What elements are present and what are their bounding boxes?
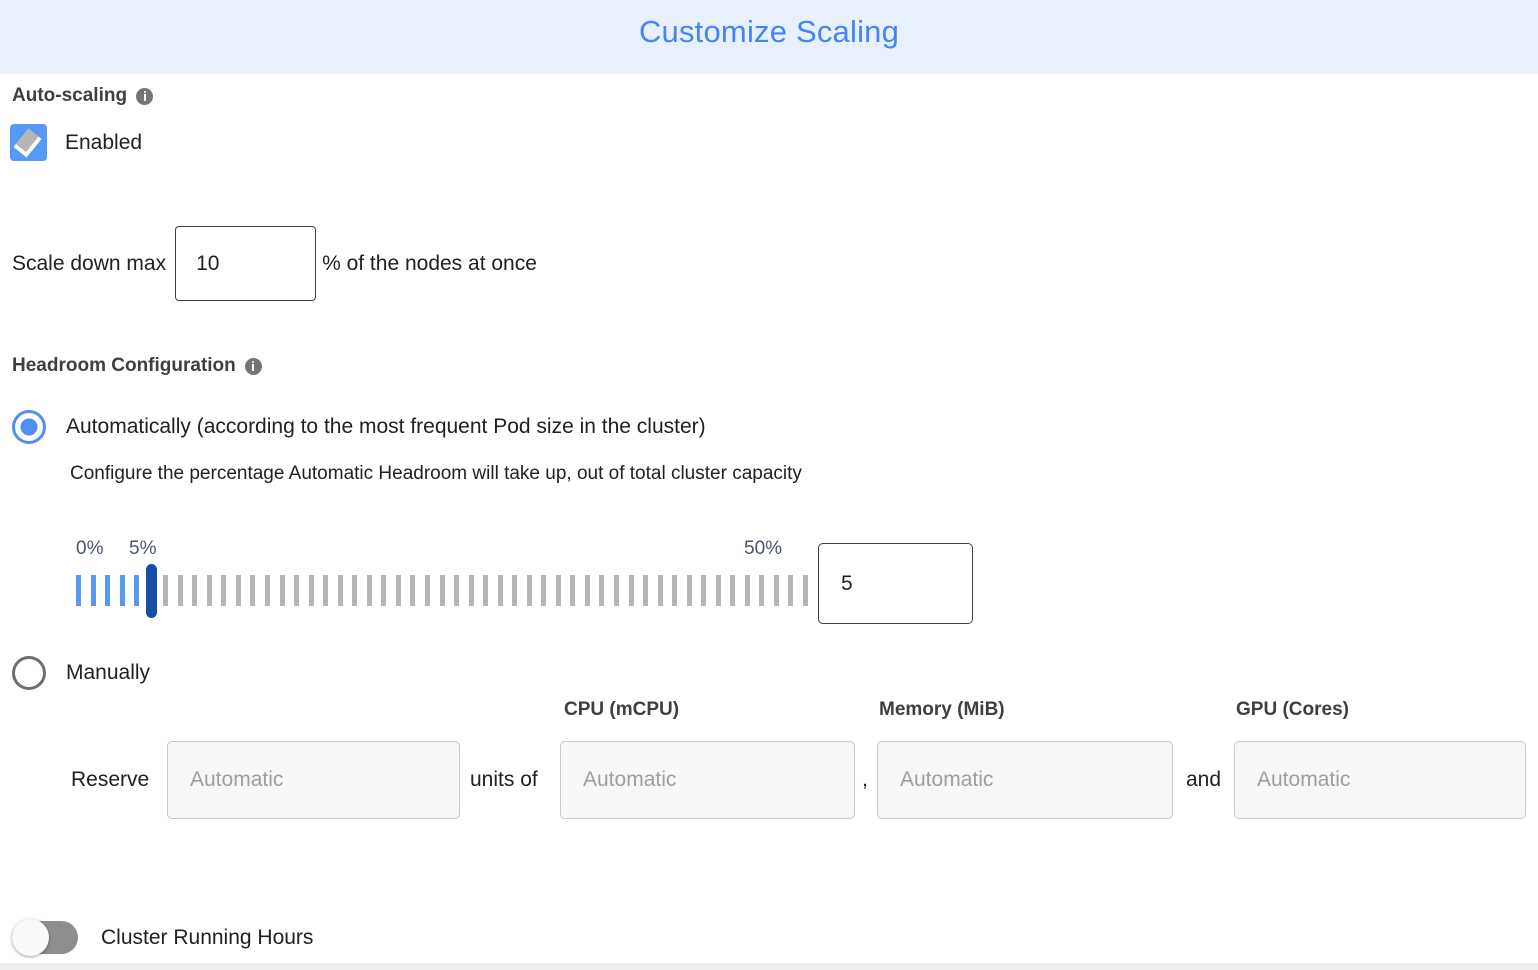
scale-down-max-label: Scale down max: [12, 251, 167, 275]
slider-tick: [773, 575, 779, 606]
slider-tick: [395, 575, 401, 606]
headroom-percentage-input[interactable]: [818, 543, 973, 624]
slider-tick: [512, 575, 518, 606]
slider-tick: [657, 575, 663, 606]
slider-tick: [701, 575, 707, 606]
dialog-header: Customize Scaling: [0, 0, 1538, 74]
autoscaling-heading-label: Auto-scaling: [12, 85, 128, 106]
slider-tick: [279, 575, 285, 606]
slider-tick: [744, 575, 750, 606]
slider-tick: [424, 575, 430, 606]
radio-manually-label: Manually: [66, 661, 151, 684]
slider-tick: [730, 575, 736, 606]
autoscaling-enabled-checkbox[interactable]: [10, 124, 47, 161]
radio-automatic-label: Automatically (according to the most fre…: [66, 415, 706, 438]
cluster-running-hours-label: Cluster Running Hours: [101, 925, 314, 949]
slider-tick: [163, 575, 169, 606]
slider-tick: [759, 575, 765, 606]
headroom-section-heading: Headroom Configuration: [12, 355, 262, 377]
units-of-text: units of: [470, 768, 538, 791]
slider-tick: [628, 575, 634, 606]
slider-tick: [250, 575, 256, 606]
headroom-automatic-description: Configure the percentage Automatic Headr…: [70, 463, 802, 484]
slider-tick: [294, 575, 300, 606]
reserve-units-input[interactable]: [167, 741, 460, 819]
slider-tick: [541, 575, 547, 606]
scale-down-max-row: Scale down max % of the nodes at once: [12, 226, 537, 301]
slider-tick: [497, 575, 503, 606]
slider-tick: [715, 575, 721, 606]
slider-tick: [803, 575, 808, 606]
slider-tick: [483, 575, 489, 606]
radio-automatic[interactable]: [12, 410, 46, 444]
slider-tick: [177, 575, 183, 606]
slider-tick: [788, 575, 794, 606]
slider-tick: [439, 575, 445, 606]
and-separator: and: [1186, 768, 1222, 791]
reserve-label: Reserve: [71, 768, 150, 791]
slider-tick: [599, 575, 605, 606]
slider-tick: [192, 575, 198, 606]
slider-tick: [613, 575, 619, 606]
slider-track[interactable]: [76, 564, 808, 618]
headroom-heading-label: Headroom Configuration: [12, 355, 236, 376]
cluster-running-hours-toggle[interactable]: [12, 919, 78, 956]
slider-tick: [454, 575, 460, 606]
column-header-cpu: CPU (mCPU): [564, 699, 680, 720]
slider-tick: [119, 575, 125, 606]
autoscaling-enabled-label: Enabled: [65, 130, 143, 154]
slider-tick: [206, 575, 212, 606]
headroom-option-manual[interactable]: Manually: [12, 656, 150, 690]
info-icon[interactable]: [136, 87, 154, 105]
checkmark-icon: [13, 128, 42, 158]
page-title: Customize Scaling: [638, 13, 900, 49]
slider-current-label: 5%: [129, 538, 157, 559]
reserve-cpu-input[interactable]: [560, 741, 855, 819]
slider-tick: [308, 575, 314, 606]
slider-tick: [265, 575, 271, 606]
slider-tick: [643, 575, 649, 606]
slider-tick: [366, 575, 372, 606]
autoscaling-enabled-row[interactable]: Enabled: [10, 124, 142, 161]
slider-tick: [672, 575, 678, 606]
slider-thumb[interactable]: [145, 564, 157, 618]
slider-max-label: 50%: [744, 538, 783, 559]
column-header-memory: Memory (MiB): [879, 699, 1005, 720]
scale-down-max-suffix: % of the nodes at once: [322, 251, 537, 275]
slider-min-label: 0%: [76, 538, 104, 559]
slider-tick: [352, 575, 358, 606]
slider-tick: [410, 575, 416, 606]
slider-tick: [686, 575, 692, 606]
info-icon[interactable]: [244, 357, 262, 375]
slider-tick: [90, 575, 96, 606]
comma-separator: ,: [862, 768, 868, 791]
slider-tick: [235, 575, 241, 606]
column-header-gpu: GPU (Cores): [1236, 699, 1349, 720]
slider-tick: [468, 575, 474, 606]
toggle-knob: [12, 919, 49, 956]
cluster-running-hours-row[interactable]: Cluster Running Hours: [12, 919, 314, 956]
slider-tick: [526, 575, 532, 606]
radio-manually[interactable]: [12, 656, 46, 690]
slider-tick: [337, 575, 343, 606]
slider-tick: [555, 575, 561, 606]
slider-tick: [381, 575, 387, 606]
headroom-option-automatic[interactable]: Automatically (according to the most fre…: [12, 410, 706, 444]
slider-tick: [584, 575, 590, 606]
reserve-gpu-input[interactable]: [1234, 741, 1526, 819]
bottom-divider: [0, 963, 1538, 970]
slider-tick: [76, 575, 81, 606]
reserve-memory-input[interactable]: [877, 741, 1173, 819]
autoscaling-section-heading: Auto-scaling: [12, 85, 154, 107]
scale-down-max-input[interactable]: [175, 226, 317, 301]
headroom-percentage-slider[interactable]: 0% 5% 50%: [0, 520, 1000, 640]
slider-tick: [134, 575, 140, 606]
slider-tick: [570, 575, 576, 606]
slider-tick: [323, 575, 329, 606]
slider-tick: [221, 575, 227, 606]
slider-tick: [105, 575, 111, 606]
